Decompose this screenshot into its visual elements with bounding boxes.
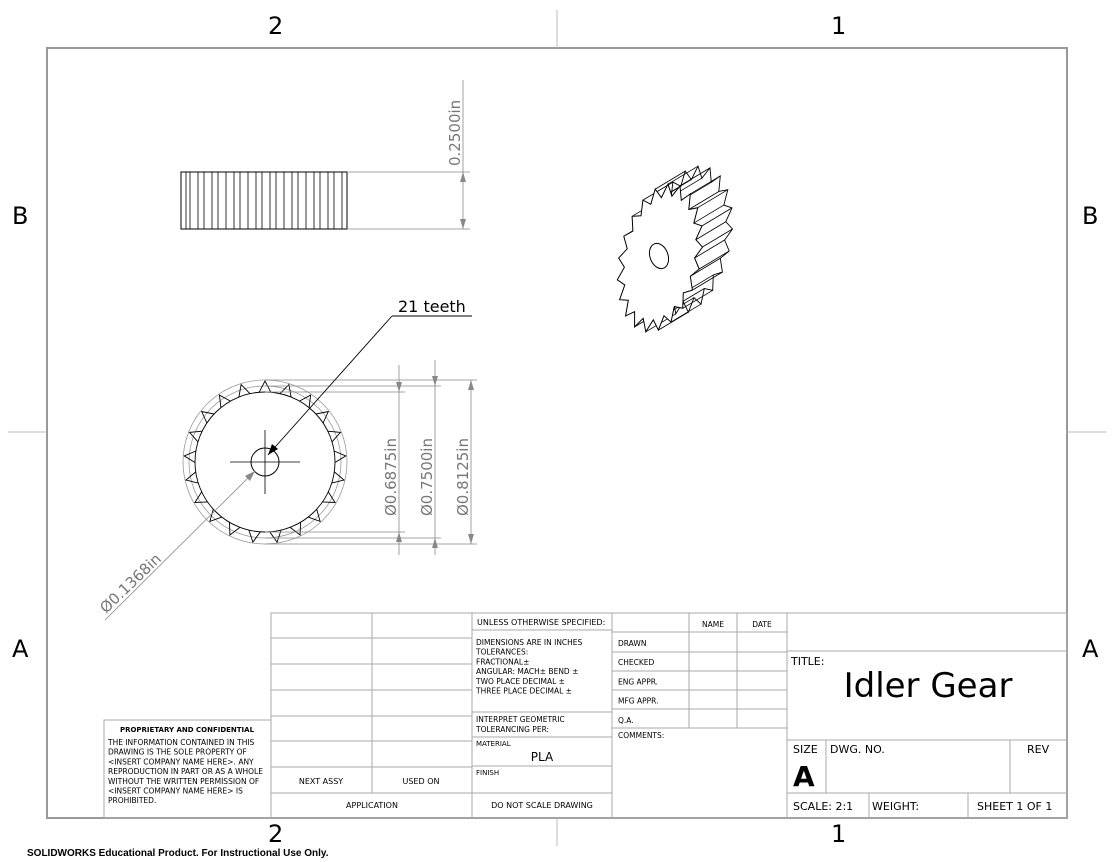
proprietary-line: <INSERT COMPANY NAME HERE>. ANY (108, 757, 254, 766)
tolerance-line: ANGULAR: MACH± BEND ± (476, 667, 578, 676)
used-on-label: USED ON (403, 777, 440, 786)
gear-front-view: Ø0.6875in Ø0.7500in Ø0.8125in Ø0.1368in … (96, 297, 477, 621)
tolerance-line: FRACTIONAL± (476, 657, 529, 666)
tolerance-line: DIMENSIONS ARE IN INCHES (476, 638, 583, 647)
rev-label: REV (1027, 743, 1050, 756)
zone-left-b: B (12, 202, 28, 230)
proprietary-line: DRAWING IS THE SOLE PROPERTY OF (108, 748, 247, 757)
role-eng-appr-: ENG APPR. (618, 677, 658, 686)
tolerance-line: THREE PLACE DECIMAL ± (475, 687, 572, 696)
title-label: TITLE: (790, 655, 824, 668)
material-label: MATERIAL (476, 740, 511, 748)
sheet-label: SHEET 1 OF 1 (977, 800, 1052, 813)
finish-label: FINISH (476, 769, 499, 777)
role-drawn: DRAWN (618, 639, 646, 648)
gear-isometric-view (616, 165, 734, 334)
pitch-diameter-dimension: Ø0.7500in (418, 438, 436, 516)
tolerance-line: TWO PLACE DECIMAL ± (475, 677, 565, 686)
bore-diameter-dimension: Ø0.1368in (96, 550, 165, 617)
zone-bottom-1: 1 (831, 820, 846, 848)
root-diameter-dimension: Ø0.6875in (382, 438, 400, 516)
zone-right-b: B (1082, 202, 1098, 230)
application-label: APPLICATION (346, 801, 398, 810)
do-not-scale: DO NOT SCALE DRAWING (491, 801, 593, 810)
proprietary-line: <INSERT COMPANY NAME HERE> IS (108, 787, 243, 796)
tolerance-line: TOLERANCES: (475, 648, 528, 657)
teeth-note: 21 teeth (398, 297, 466, 316)
unless-specified: UNLESS OTHERWISE SPECIFIED: (477, 618, 605, 627)
dwg-no-label: DWG. NO. (830, 743, 885, 756)
interpret-line-1: INTERPRET GEOMETRIC (476, 715, 565, 724)
drawing-title: Idler Gear (844, 666, 1013, 706)
proprietary-heading: PROPRIETARY AND CONFIDENTIAL (120, 726, 255, 734)
proprietary-block: PROPRIETARY AND CONFIDENTIAL THE INFORMA… (103, 719, 272, 819)
zone-labels: 2 1 2 1 B A B A (12, 12, 1099, 848)
role-checked: CHECKED (618, 658, 655, 667)
scale-label: SCALE: 2:1 (793, 800, 853, 813)
outer-diameter-dimension: Ø0.8125in (454, 438, 472, 516)
gear-side-view: 0.2500in (180, 80, 470, 230)
zone-ticks (8, 10, 1106, 846)
date-header: DATE (752, 620, 772, 629)
proprietary-line: REPRODUCTION IN PART OR AS A WHOLE (108, 767, 263, 776)
material-value: PLA (531, 750, 554, 764)
weight-label: WEIGHT: (872, 800, 919, 813)
zone-left-a: A (12, 635, 29, 663)
comments-label: COMMENTS: (618, 731, 664, 740)
size-label: SIZE (793, 743, 818, 756)
title-block-grid (270, 612, 1068, 819)
proprietary-line: WITHOUT THE WRITTEN PERMISSION OF (108, 777, 259, 786)
role-mfg-appr-: MFG APPR. (618, 697, 659, 706)
educational-watermark: SOLIDWORKS Educational Product. For Inst… (27, 848, 329, 859)
zone-right-a: A (1082, 635, 1099, 663)
role-q-a-: Q.A. (618, 716, 634, 725)
size-value: A (793, 760, 815, 793)
proprietary-line: THE INFORMATION CONTAINED IN THIS (107, 738, 255, 747)
thickness-dimension: 0.2500in (446, 100, 464, 166)
zone-bottom-2: 2 (268, 820, 283, 848)
interpret-line-2: TOLERANCING PER: (475, 725, 549, 734)
zone-top-1: 1 (831, 12, 846, 40)
next-assy-label: NEXT ASSY (299, 777, 343, 786)
proprietary-line: PROHIBITED. (108, 796, 156, 805)
zone-top-2: 2 (268, 12, 283, 40)
title-block: UNLESS OTHERWISE SPECIFIED: DIMENSIONS A… (299, 618, 1053, 813)
name-header: NAME (702, 620, 724, 629)
